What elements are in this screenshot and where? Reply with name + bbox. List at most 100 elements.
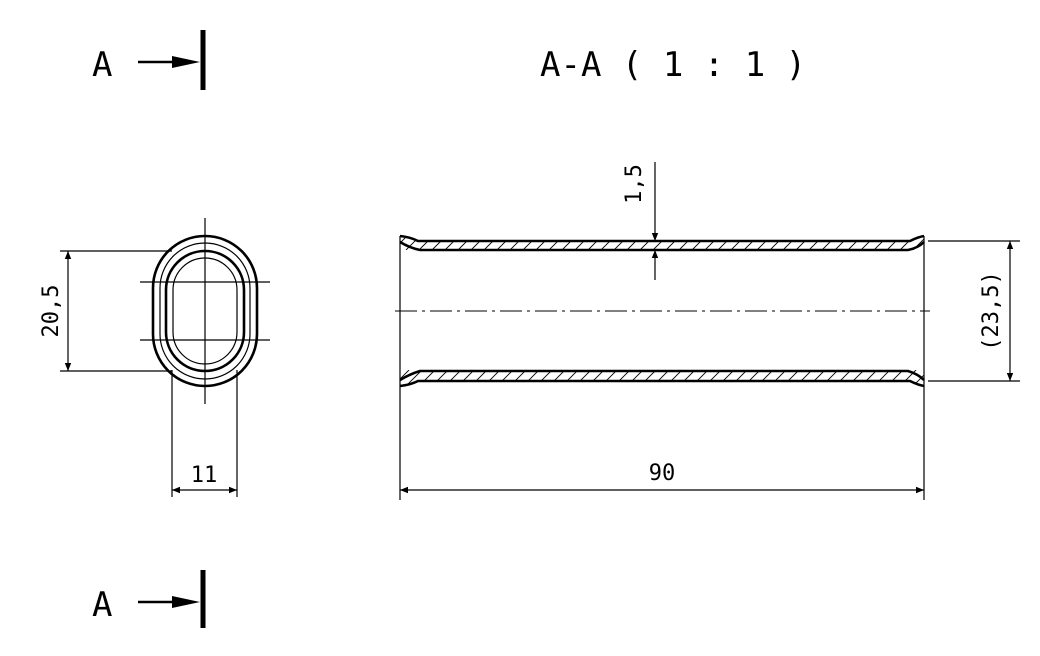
hatch-bottom-wall — [380, 370, 955, 386]
hatch-line — [665, 236, 681, 250]
hatch-line — [821, 370, 839, 386]
hatch-line — [470, 236, 486, 250]
hatch-line — [769, 236, 785, 250]
hatch-line — [444, 236, 460, 250]
hatch-line — [548, 370, 566, 386]
hatch-line — [756, 370, 774, 386]
hatch-line — [795, 236, 811, 250]
hatch-line — [743, 370, 761, 386]
dimension-width-end-view: 11 — [171, 370, 238, 497]
hatch-line — [457, 236, 473, 250]
hatch-line — [678, 236, 694, 250]
hatch-line — [652, 370, 670, 386]
hatch-line — [821, 236, 837, 250]
hatch-line — [600, 236, 616, 250]
hatch-line — [717, 236, 733, 250]
hatch-line — [939, 370, 955, 386]
hatch-line — [939, 236, 953, 250]
hatch-line — [626, 370, 644, 386]
dimension-text-wall: 1,5 — [622, 164, 647, 204]
hatch-line — [418, 370, 436, 386]
dimension-text-height: 20,5 — [39, 285, 64, 338]
hatch-line — [691, 236, 707, 250]
hatch-line — [860, 370, 878, 386]
hatch-line — [522, 370, 540, 386]
hatch-line — [730, 370, 748, 386]
hatch-line — [834, 236, 850, 250]
top-wall-outer-edge — [399, 234, 925, 243]
hatch-line — [847, 236, 863, 250]
hatch-line — [600, 370, 618, 386]
bottom-wall-outer-edge — [399, 379, 925, 388]
dimension-text-width: 11 — [191, 463, 218, 488]
bottom-wall-inner-edge — [399, 369, 925, 382]
top-wall-inner-edge — [399, 240, 925, 252]
end-view — [140, 218, 270, 404]
hatch-line — [431, 370, 449, 386]
hatch-line — [613, 236, 629, 250]
section-marker-top: A — [92, 30, 206, 90]
hatch-line — [380, 370, 396, 386]
hatch-line — [678, 370, 696, 386]
section-marker-bottom-letter: A — [92, 585, 112, 625]
hatch-line — [926, 370, 942, 386]
hatch-line — [444, 370, 462, 386]
hatch-line — [509, 370, 527, 386]
hatch-line — [782, 370, 800, 386]
hatch-line — [548, 236, 564, 250]
hatch-line — [886, 370, 904, 386]
dimension-length: 90 — [399, 386, 925, 500]
hatch-line — [587, 236, 603, 250]
section-view — [380, 234, 955, 388]
hatch-line — [418, 236, 434, 250]
section-marker-bottom: A — [92, 570, 206, 628]
hatch-line — [561, 236, 577, 250]
hatch-line — [834, 370, 852, 386]
hatch-line — [400, 236, 408, 250]
hatch-line — [587, 370, 605, 386]
hatch-line — [873, 236, 889, 250]
hatch-line — [626, 236, 642, 250]
hatch-line — [756, 236, 772, 250]
hatch-line — [639, 236, 655, 250]
hatch-line — [717, 370, 735, 386]
hatch-line — [574, 370, 592, 386]
hatch-line — [795, 370, 813, 386]
hatch-line — [873, 370, 891, 386]
dimension-text-length: 90 — [649, 461, 676, 486]
section-arrow-top-head — [172, 56, 200, 68]
hatch-line — [483, 370, 501, 386]
dimension-text-outer-height: (23,5) — [979, 271, 1004, 350]
hatch-line — [847, 370, 865, 386]
dimension-outer-height: (23,5) — [928, 240, 1020, 382]
hatch-line — [561, 370, 579, 386]
hatch-line — [860, 236, 876, 250]
section-marker-top-letter: A — [92, 45, 112, 85]
hatch-line — [691, 370, 709, 386]
hatch-line — [470, 370, 488, 386]
hatch-line — [535, 236, 551, 250]
hatch-line — [483, 236, 499, 250]
hatch-line — [457, 370, 475, 386]
hatch-line — [496, 370, 514, 386]
hatch-line — [380, 236, 394, 250]
hatch-line — [704, 370, 722, 386]
dimension-height-end-view: 20,5 — [39, 250, 172, 372]
hatch-line — [509, 236, 525, 250]
dimension-wall-thickness: 1,5 — [622, 162, 659, 280]
hatch-line — [782, 236, 798, 250]
hatch-line — [535, 370, 553, 386]
hatch-top-wall — [380, 236, 953, 250]
hatch-line — [808, 236, 824, 250]
hatch-line — [496, 236, 512, 250]
hatch-line — [886, 236, 902, 250]
hatch-line — [431, 236, 447, 250]
hatch-line — [926, 236, 940, 250]
hatch-line — [808, 370, 826, 386]
hatch-line — [704, 236, 720, 250]
hatch-line — [769, 370, 787, 386]
section-arrow-bottom-head — [172, 596, 200, 608]
hatch-line — [639, 370, 657, 386]
hatch-line — [665, 370, 683, 386]
